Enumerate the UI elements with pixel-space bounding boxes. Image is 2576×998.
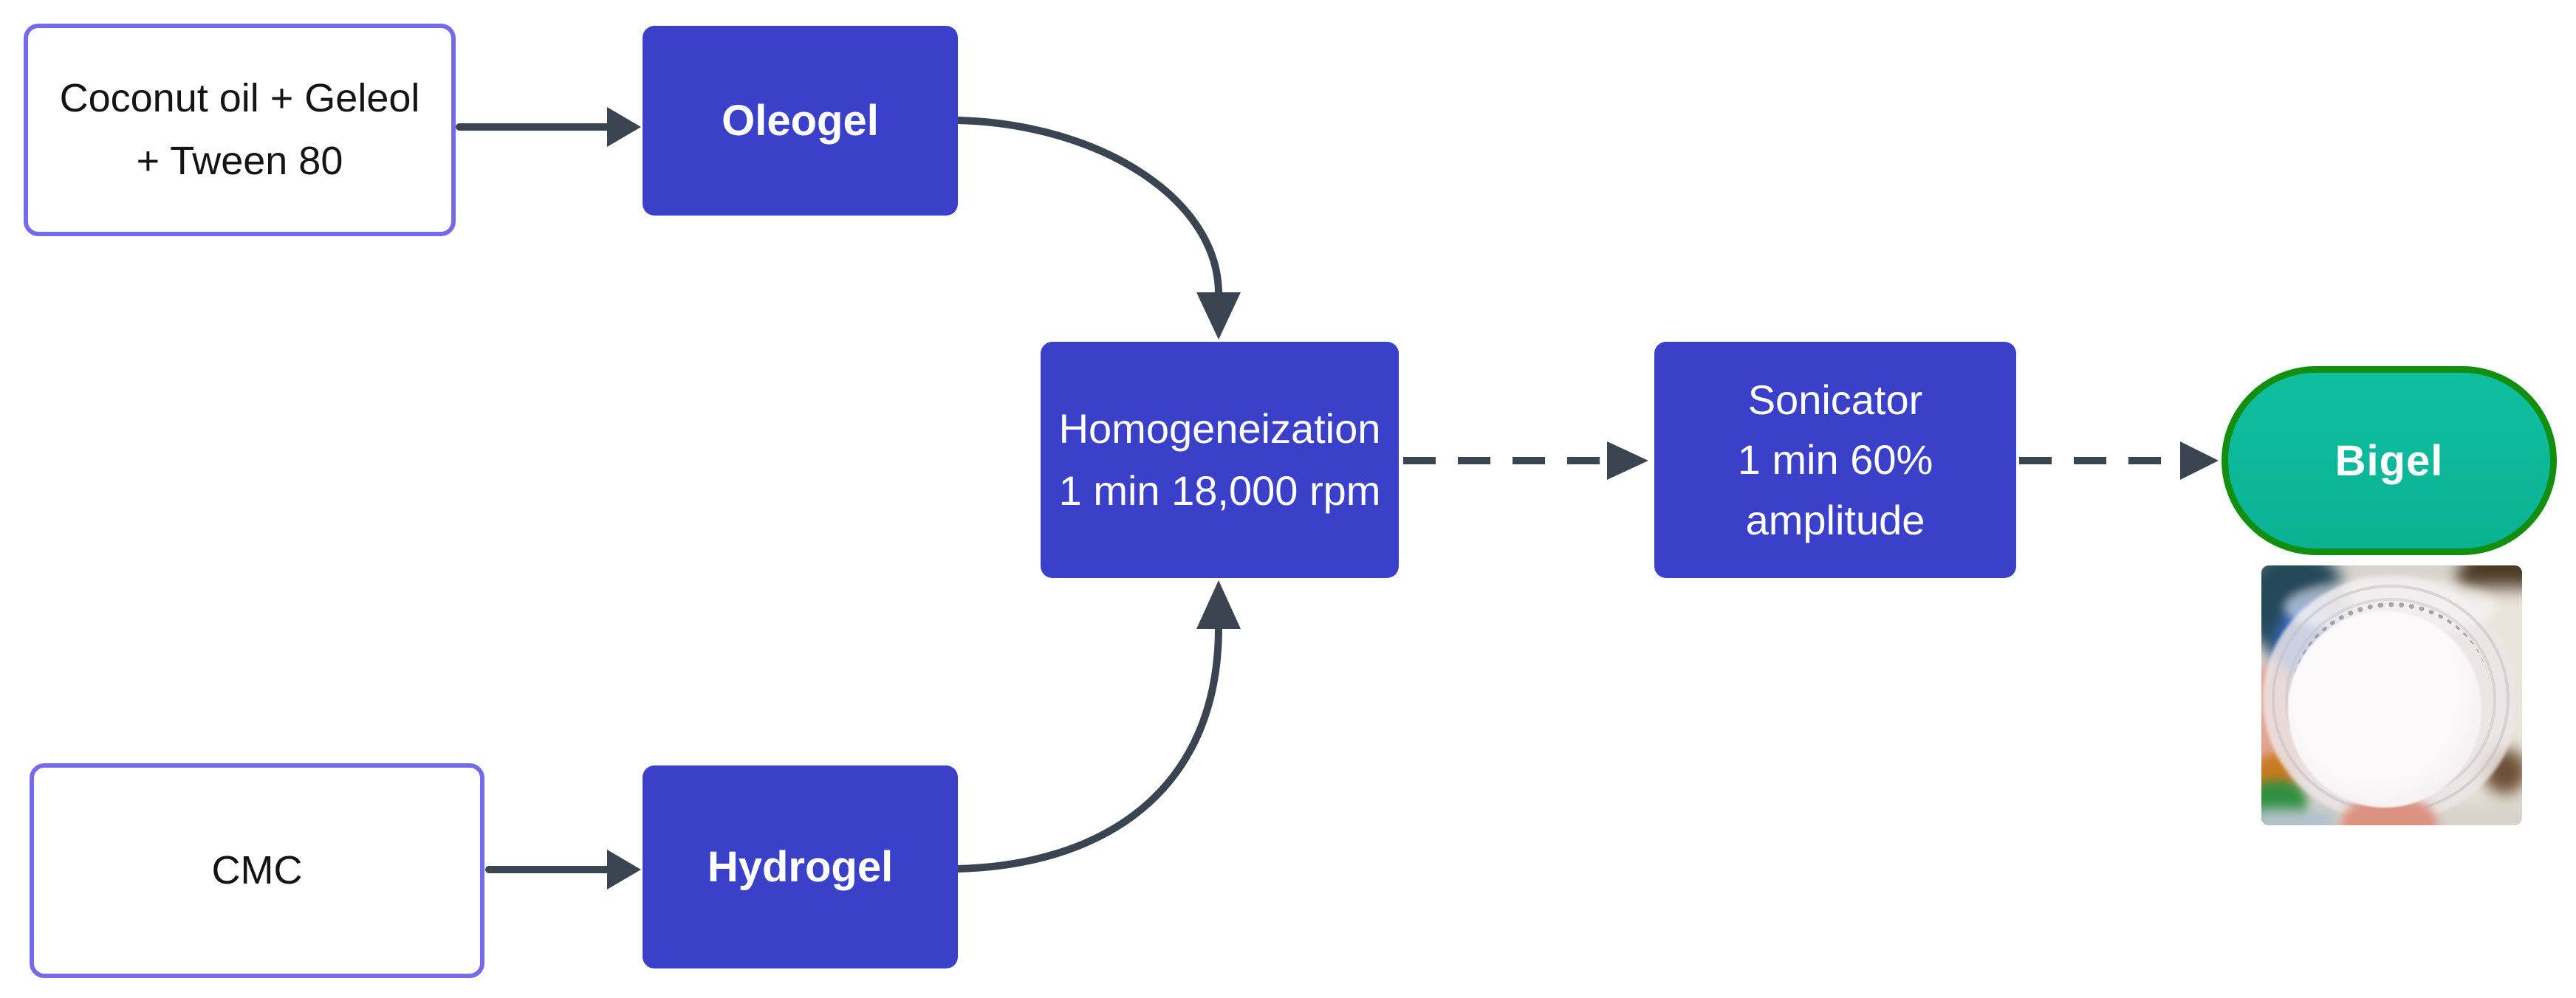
connector-oleogel-to-homogenization[interactable] bbox=[954, 117, 1241, 340]
node-label-line: amplitude bbox=[1745, 496, 1925, 543]
bigel-sample-photo[interactable] bbox=[2261, 565, 2522, 825]
arrow-sonicator-to-bigel[interactable] bbox=[2019, 441, 2219, 480]
arrow-homogenization-to-sonicator[interactable] bbox=[1403, 441, 1648, 480]
arrowhead bbox=[2180, 441, 2219, 480]
arrowhead bbox=[1607, 441, 1648, 480]
node-label: Oleogel bbox=[722, 97, 879, 145]
node-coconut-oil-geleol-tween[interactable]: Coconut oil + Geleol + Tween 80 bbox=[24, 24, 456, 236]
node-label-line: 1 min 60% bbox=[1737, 436, 1933, 483]
node-label: CMC bbox=[211, 847, 303, 892]
node-bigel[interactable]: Bigel bbox=[2222, 366, 2557, 555]
node-label-line: Coconut oil + Geleol bbox=[59, 75, 420, 120]
connector-curve bbox=[954, 624, 1222, 873]
node-cmc[interactable]: CMC bbox=[30, 763, 484, 978]
arrow-cmc-to-hydrogel[interactable] bbox=[485, 850, 641, 889]
node-label: Bigel bbox=[2334, 436, 2444, 485]
node-homogenization[interactable]: Homogeneization 1 min 18,000 rpm bbox=[1041, 342, 1399, 578]
arrowhead bbox=[1196, 580, 1241, 629]
arrowhead bbox=[1196, 292, 1241, 340]
connector-curve bbox=[954, 117, 1222, 297]
node-label-line: Sonicator bbox=[1747, 376, 1923, 424]
arrowhead bbox=[607, 850, 641, 889]
node-label-line: Homogeneization bbox=[1058, 405, 1381, 452]
arrowhead bbox=[607, 107, 641, 147]
arrow-coconut-to-oleogel[interactable] bbox=[456, 107, 641, 147]
photo-bg-pale-corner bbox=[2261, 809, 2335, 825]
node-sonicator[interactable]: Sonicator 1 min 60% amplitude bbox=[1654, 342, 2016, 578]
node-label: Hydrogel bbox=[707, 843, 894, 891]
node-label-line: + Tween 80 bbox=[136, 139, 343, 183]
connector-hydrogel-to-homogenization[interactable] bbox=[954, 580, 1241, 873]
node-label-line: 1 min 18,000 rpm bbox=[1058, 467, 1381, 514]
node-oleogel[interactable]: Oleogel bbox=[643, 26, 958, 216]
photo-gel-surface bbox=[2288, 611, 2481, 808]
node-hydrogel[interactable]: Hydrogel bbox=[643, 765, 958, 968]
